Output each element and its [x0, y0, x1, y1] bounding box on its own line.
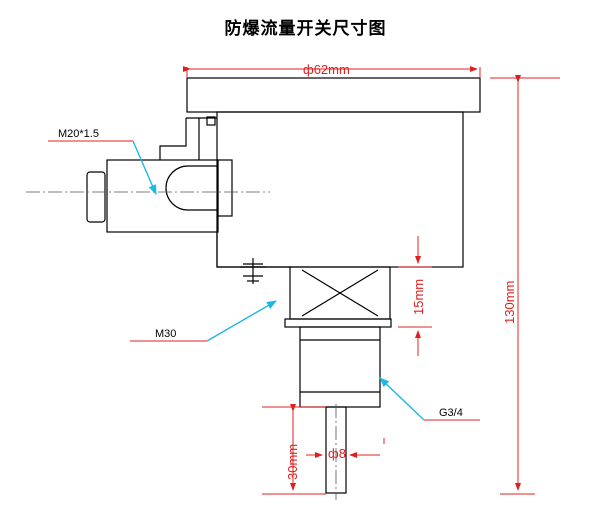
dim-stem-diameter: ф8: [328, 446, 346, 461]
label-pipe-thread: G3/4: [439, 407, 463, 419]
gland-neck: [159, 118, 187, 160]
cable-gland: [106, 159, 219, 233]
dimension-lines: [183, 66, 560, 495]
lid-tab: [206, 116, 216, 126]
enclosure-body: [216, 111, 464, 268]
dim-hex-height: 15mm: [411, 279, 426, 315]
washer: [284, 318, 392, 328]
center-lines: [26, 191, 337, 500]
gland-inner: [217, 159, 233, 217]
label-nut-thread: M30: [155, 328, 176, 340]
dim-width: ф62mm: [303, 62, 350, 77]
gland-port: [165, 165, 218, 211]
lid: [186, 77, 481, 113]
leader-lines: [48, 140, 480, 421]
diagram-title: 防爆流量开关尺寸图: [224, 19, 387, 39]
dim-total-height: 130mm: [502, 281, 517, 324]
dim-stem-length: 30mm: [285, 444, 300, 480]
gland-knob: [86, 171, 106, 223]
label-cable-thread: M20*1.5: [58, 128, 99, 140]
housing: [86, 77, 481, 494]
pipe-fitting: [299, 326, 381, 408]
